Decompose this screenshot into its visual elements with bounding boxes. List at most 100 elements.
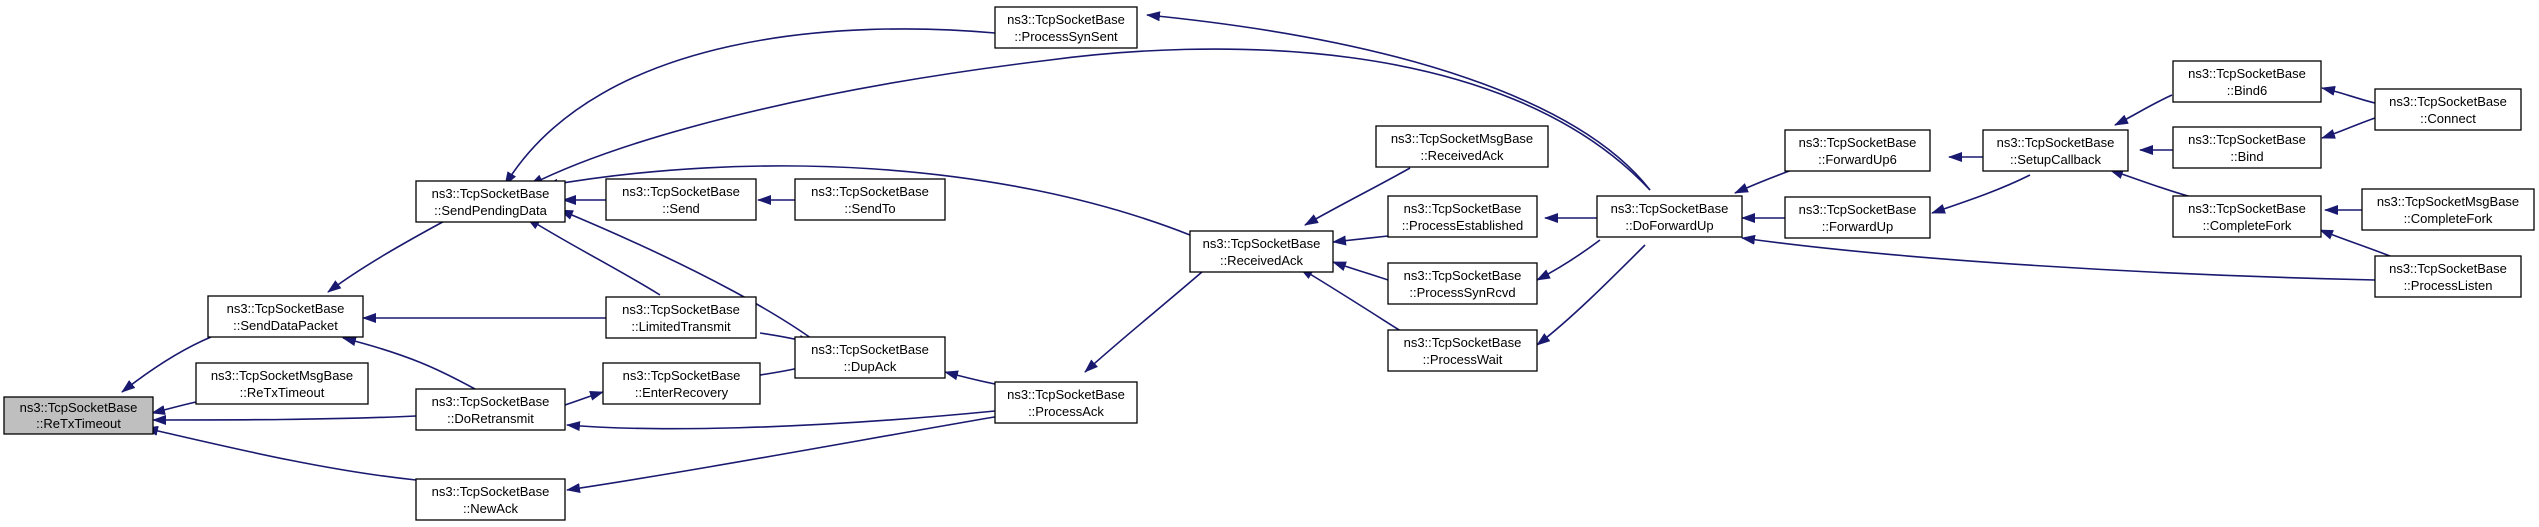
node-method: ::DoRetransmit — [447, 411, 534, 426]
node-method: ::Bind — [2230, 149, 2263, 164]
edge-processack-to-newack — [566, 415, 1001, 494]
node-completefork[interactable]: ns3::TcpSocketBase ::CompleteFork — [2172, 195, 2322, 238]
node-title: ns3::TcpSocketBase — [1203, 236, 1321, 251]
edge-completefork-to-setupcb — [2109, 169, 2196, 199]
edge-doforward-to-synsent — [1146, 11, 1651, 191]
node-title: ns3::TcpSocketBase — [1404, 335, 1522, 350]
edge-limited-to-sendpending — [526, 217, 661, 296]
edge-recvack-to-processack — [1084, 264, 1211, 373]
edge-synsent-to-sendpending — [504, 28, 996, 186]
node-method: ::ReceivedAck — [1420, 148, 1504, 163]
node-title: ns3::TcpSocketMsgBase — [211, 368, 353, 383]
node-connect[interactable]: ns3::TcpSocketBase ::Connect — [2374, 88, 2522, 131]
node-bind6[interactable]: ns3::TcpSocketBase ::Bind6 — [2172, 60, 2322, 103]
node-msgcomplete[interactable]: ns3::TcpSocketMsgBase ::CompleteFork — [2361, 188, 2535, 231]
node-synrcvd[interactable]: ns3::TcpSocketBase ::ProcessSynRcvd — [1387, 262, 1538, 305]
edges — [121, 11, 2396, 494]
edge-processack-to-dupack — [944, 370, 996, 385]
node-method: ::CompleteFork — [2404, 211, 2493, 226]
node-title: ns3::TcpSocketBase — [623, 368, 741, 383]
node-title: ns3::TcpSocketBase — [2188, 66, 2306, 81]
node-dupack[interactable]: ns3::TcpSocketBase ::DupAck — [794, 336, 946, 379]
node-title: ns3::TcpSocketBase — [1799, 135, 1917, 150]
node-method: ::CompleteFork — [2203, 218, 2292, 233]
node-title: ns3::TcpSocketBase — [1007, 12, 1125, 27]
node-method: ::Connect — [2420, 111, 2476, 126]
node-setupcb[interactable]: ns3::TcpSocketBase ::SetupCallback — [1982, 129, 2129, 172]
edge-doretx-to-senddata — [342, 336, 476, 390]
node-title: ns3::TcpSocketBase — [2389, 261, 2507, 276]
node-method: ::LimitedTransmit — [631, 319, 731, 334]
nodes: ns3::TcpSocketBase ::ReTxTimeout ns3::Tc… — [3, 6, 2535, 521]
node-method: ::Bind6 — [2227, 83, 2267, 98]
node-title: ns3::TcpSocketBase — [811, 342, 929, 357]
edge-doretx-to-enterrec — [564, 391, 604, 406]
node-title: ns3::TcpSocketBase — [432, 186, 550, 201]
edge-doforward-to-synrcvd — [1536, 239, 1601, 281]
node-send[interactable]: ns3::TcpSocketBase ::Send — [605, 178, 757, 221]
node-forwardup[interactable]: ns3::TcpSocketBase ::ForwardUp — [1784, 196, 1931, 239]
node-method: ::ForwardUp6 — [1818, 152, 1897, 167]
edge-established-to-recvack — [1332, 235, 1389, 246]
node-wait[interactable]: ns3::TcpSocketBase ::ProcessWait — [1387, 329, 1538, 372]
edge-recvack-to-sendpending — [544, 165, 1191, 236]
node-msgretx[interactable]: ns3::TcpSocketMsgBase ::ReTxTimeout — [195, 362, 369, 405]
node-title: ns3::TcpSocketBase — [2188, 201, 2306, 216]
node-title: ns3::TcpSocketBase — [2389, 94, 2507, 109]
node-method: ::SendTo — [844, 201, 895, 216]
node-title: ns3::TcpSocketBase — [432, 394, 550, 409]
edge-forwardup6-to-doforward — [1734, 169, 1793, 194]
node-retx[interactable]: ns3::TcpSocketBase ::ReTxTimeout — [3, 396, 154, 435]
node-title: ns3::TcpSocketMsgBase — [1391, 131, 1533, 146]
node-method: ::Send — [662, 201, 700, 216]
node-title: ns3::TcpSocketBase — [1611, 201, 1729, 216]
node-method: ::SendDataPacket — [233, 318, 338, 333]
edge-doforward-to-sendpending — [529, 48, 1651, 191]
edge-senddata-to-retx — [121, 336, 212, 393]
edge-listen-to-doforward — [1741, 234, 2376, 281]
node-limited[interactable]: ns3::TcpSocketBase ::LimitedTransmit — [605, 296, 757, 339]
node-method: ::SendPendingData — [434, 203, 548, 218]
node-synsent[interactable]: ns3::TcpSocketBase ::ProcessSynSent — [994, 6, 1138, 49]
edge-msgrecvack-to-recvack — [1304, 167, 1411, 226]
node-method: ::NewAck — [463, 501, 518, 516]
node-method: ::ProcessEstablished — [1402, 218, 1523, 233]
node-title: ns3::TcpSocketBase — [1404, 268, 1522, 283]
node-title: ns3::TcpSocketBase — [20, 400, 138, 415]
node-title: ns3::TcpSocketBase — [1799, 202, 1917, 217]
node-method: ::ProcessListen — [2404, 278, 2493, 293]
node-method: ::ReTxTimeout — [36, 416, 121, 431]
node-method: ::DupAck — [844, 359, 897, 374]
node-msgrecvack[interactable]: ns3::TcpSocketMsgBase ::ReceivedAck — [1375, 125, 1549, 168]
node-processack[interactable]: ns3::TcpSocketBase ::ProcessAck — [994, 381, 1138, 424]
edge-newack-to-retx — [144, 425, 417, 481]
node-title: ns3::TcpSocketBase — [622, 184, 740, 199]
edge-connect-to-bind6 — [2321, 85, 2376, 104]
node-method: ::ProcessSynRcvd — [1409, 285, 1515, 300]
node-forwardup6[interactable]: ns3::TcpSocketBase ::ForwardUp6 — [1784, 129, 1931, 172]
edge-synrcvd-to-recvack — [1332, 261, 1389, 281]
edge-setupcb-to-forwardup — [1931, 174, 2031, 214]
node-method: ::ReceivedAck — [1220, 253, 1304, 268]
node-listen[interactable]: ns3::TcpSocketBase ::ProcessListen — [2374, 255, 2522, 298]
node-recvack[interactable]: ns3::TcpSocketBase ::ReceivedAck — [1189, 230, 1334, 273]
node-sendto[interactable]: ns3::TcpSocketBase ::SendTo — [794, 178, 946, 221]
node-sendpending[interactable]: ns3::TcpSocketBase ::SendPendingData — [415, 180, 566, 223]
node-established[interactable]: ns3::TcpSocketBase ::ProcessEstablished — [1387, 195, 1538, 238]
node-title: ns3::TcpSocketBase — [622, 302, 740, 317]
node-title: ns3::TcpSocketBase — [1007, 387, 1125, 402]
node-title: ns3::TcpSocketBase — [227, 301, 345, 316]
node-newack[interactable]: ns3::TcpSocketBase ::NewAck — [415, 478, 566, 521]
node-doforward[interactable]: ns3::TcpSocketBase ::DoForwardUp — [1596, 195, 1743, 238]
node-title: ns3::TcpSocketMsgBase — [2377, 194, 2519, 209]
node-method: ::ProcessAck — [1028, 404, 1104, 419]
node-senddata[interactable]: ns3::TcpSocketBase ::SendDataPacket — [207, 295, 364, 338]
node-bind[interactable]: ns3::TcpSocketBase ::Bind — [2172, 126, 2322, 169]
node-method: ::ProcessWait — [1423, 352, 1503, 367]
node-enterrec[interactable]: ns3::TcpSocketBase ::EnterRecovery — [602, 362, 761, 405]
edge-doforward-to-wait — [1536, 244, 1646, 346]
node-method: ::EnterRecovery — [635, 385, 729, 400]
edge-connect-to-bind — [2321, 117, 2376, 139]
node-doretx[interactable]: ns3::TcpSocketBase ::DoRetransmit — [415, 388, 566, 431]
